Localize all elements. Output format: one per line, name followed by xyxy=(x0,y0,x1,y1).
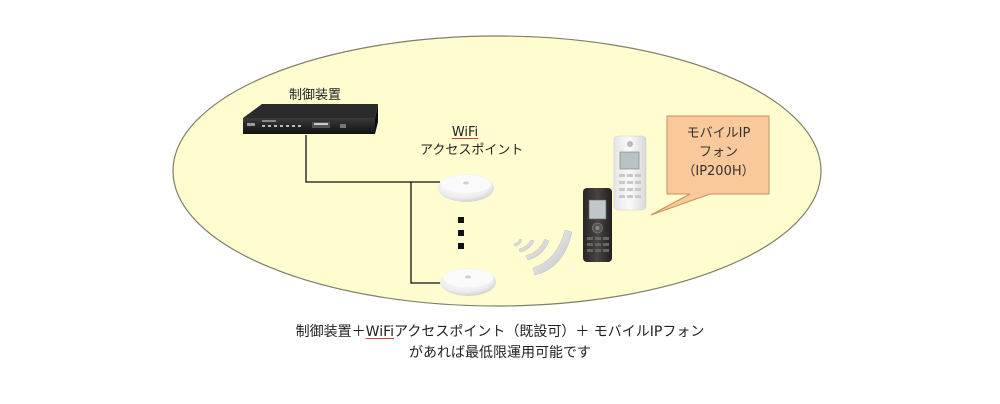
access-point-label-wifi: WiFi xyxy=(451,125,479,140)
access-point-label-line2: アクセスポイント xyxy=(420,143,524,158)
wireless-signal-icon xyxy=(513,229,573,276)
caption-line1-part2: アクセスポイント（既設可）＋ モバイルIPフォン xyxy=(394,324,705,340)
connection-lines xyxy=(305,135,442,284)
black-handset-icon xyxy=(583,188,612,262)
callout-text: モバイルIP フォン （IP200H） xyxy=(667,124,770,181)
wifi-access-point-icon xyxy=(438,174,494,202)
caption-line1: 制御装置＋WiFiアクセスポイント（既設可）＋ モバイルIPフォン xyxy=(200,322,800,343)
caption: 制御装置＋WiFiアクセスポイント（既設可）＋ モバイルIPフォン があれば最低… xyxy=(200,322,800,364)
branch-to-ap2-line xyxy=(410,182,442,284)
caption-line1-part1: 制御装置＋ xyxy=(295,324,366,340)
wifi-access-point-icon xyxy=(440,268,496,296)
controller-to-ap-line xyxy=(305,135,440,183)
controller-label: 制御装置 xyxy=(288,88,341,103)
callout-line3: （IP200H） xyxy=(682,164,755,179)
callout-line2: フォン xyxy=(698,145,738,160)
router-device-icon xyxy=(243,104,378,134)
callout-bubble xyxy=(650,115,770,216)
caption-line1-wifi: WiFi xyxy=(365,324,395,340)
caption-line2: があれば最低限運用可能です xyxy=(409,345,591,361)
white-handset-icon xyxy=(613,135,647,211)
more-access-points-ellipsis xyxy=(458,217,464,249)
access-point-label: WiFi アクセスポイント xyxy=(420,124,524,160)
callout-line1: モバイルIP xyxy=(686,126,751,141)
network-area-ellipse xyxy=(172,35,822,307)
